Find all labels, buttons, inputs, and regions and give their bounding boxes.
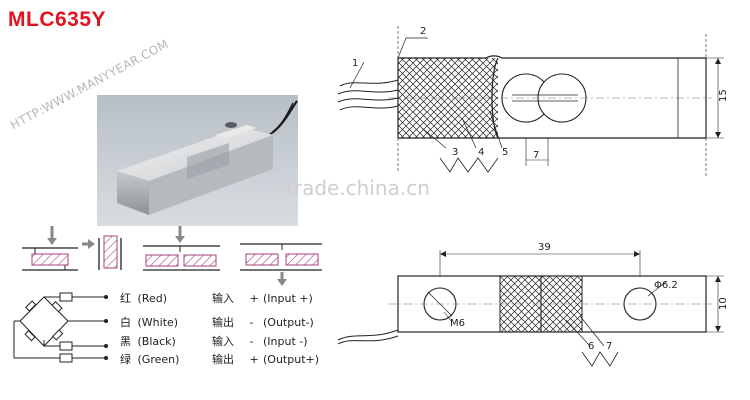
callout-3: 3 xyxy=(452,147,458,158)
dim-height-15: 15 xyxy=(718,89,729,102)
wire-function-en: (Output+) xyxy=(263,353,320,366)
wire-color-cn: 黑 xyxy=(120,335,131,348)
dim-hole-diameter: Φ6.2 xyxy=(654,280,678,291)
top-view-drawing xyxy=(337,26,724,176)
wire-color-en: (Green) xyxy=(137,353,180,366)
wiring-row-green: 绿 (Green) 输出 + (Output+) xyxy=(120,351,363,367)
wire-function-cn: 输入 xyxy=(212,335,234,348)
bridge-terminals xyxy=(104,295,108,360)
wire-sign: + xyxy=(249,292,259,305)
wire-sign: - xyxy=(249,316,254,329)
trade-watermark: trade.china.cn xyxy=(286,176,430,200)
callout-6: 6 xyxy=(588,341,594,352)
callout-4: 4 xyxy=(478,147,484,158)
wire-function-cn: 输入 xyxy=(212,292,234,305)
wire-color-en: (Red) xyxy=(137,292,167,305)
bottom-view-drawing xyxy=(337,250,724,367)
wire-color-cn: 红 xyxy=(120,292,131,305)
wiring-row-black: 黑 (Black) 输入 - (Input -) xyxy=(120,333,363,349)
wire-function-cn: 输出 xyxy=(212,316,234,329)
callout-7-top: 7 xyxy=(533,150,539,161)
dim-length-39: 39 xyxy=(538,242,551,253)
wire-color-cn: 绿 xyxy=(120,353,131,366)
wire-function-en: (Input -) xyxy=(263,335,308,348)
wire-sign: + xyxy=(249,353,259,366)
wire-function-en: (Input +) xyxy=(263,292,313,305)
wire-color-en: (Black) xyxy=(137,335,176,348)
wire-sign: - xyxy=(249,335,254,348)
wire-function-cn: 输出 xyxy=(212,353,234,366)
wiring-row-red: 红 (Red) 输入 + (Input +) xyxy=(120,290,363,306)
loading-diagram-2 xyxy=(82,235,122,270)
wiring-row-white: 白 (White) 输出 - (Output-) xyxy=(120,314,363,330)
wire-color-cn: 白 xyxy=(120,316,131,329)
loading-diagram-3 xyxy=(143,226,220,271)
loading-diagram-4 xyxy=(240,243,322,286)
wire-function-en: (Output-) xyxy=(263,316,314,329)
wire-color-en: (White) xyxy=(137,316,179,329)
callout-7-bottom: 7 xyxy=(606,341,612,352)
product-title: MLC635Y xyxy=(8,8,107,31)
thread-label: M6 xyxy=(450,318,465,329)
callout-5: 5 xyxy=(502,147,508,158)
callout-2: 2 xyxy=(420,26,426,37)
product-photo xyxy=(97,95,298,226)
loading-diagram-1 xyxy=(22,226,78,271)
wheatstone-bridge xyxy=(13,292,104,363)
callout-1: 1 xyxy=(352,58,358,69)
dim-height-10: 10 xyxy=(718,297,729,310)
